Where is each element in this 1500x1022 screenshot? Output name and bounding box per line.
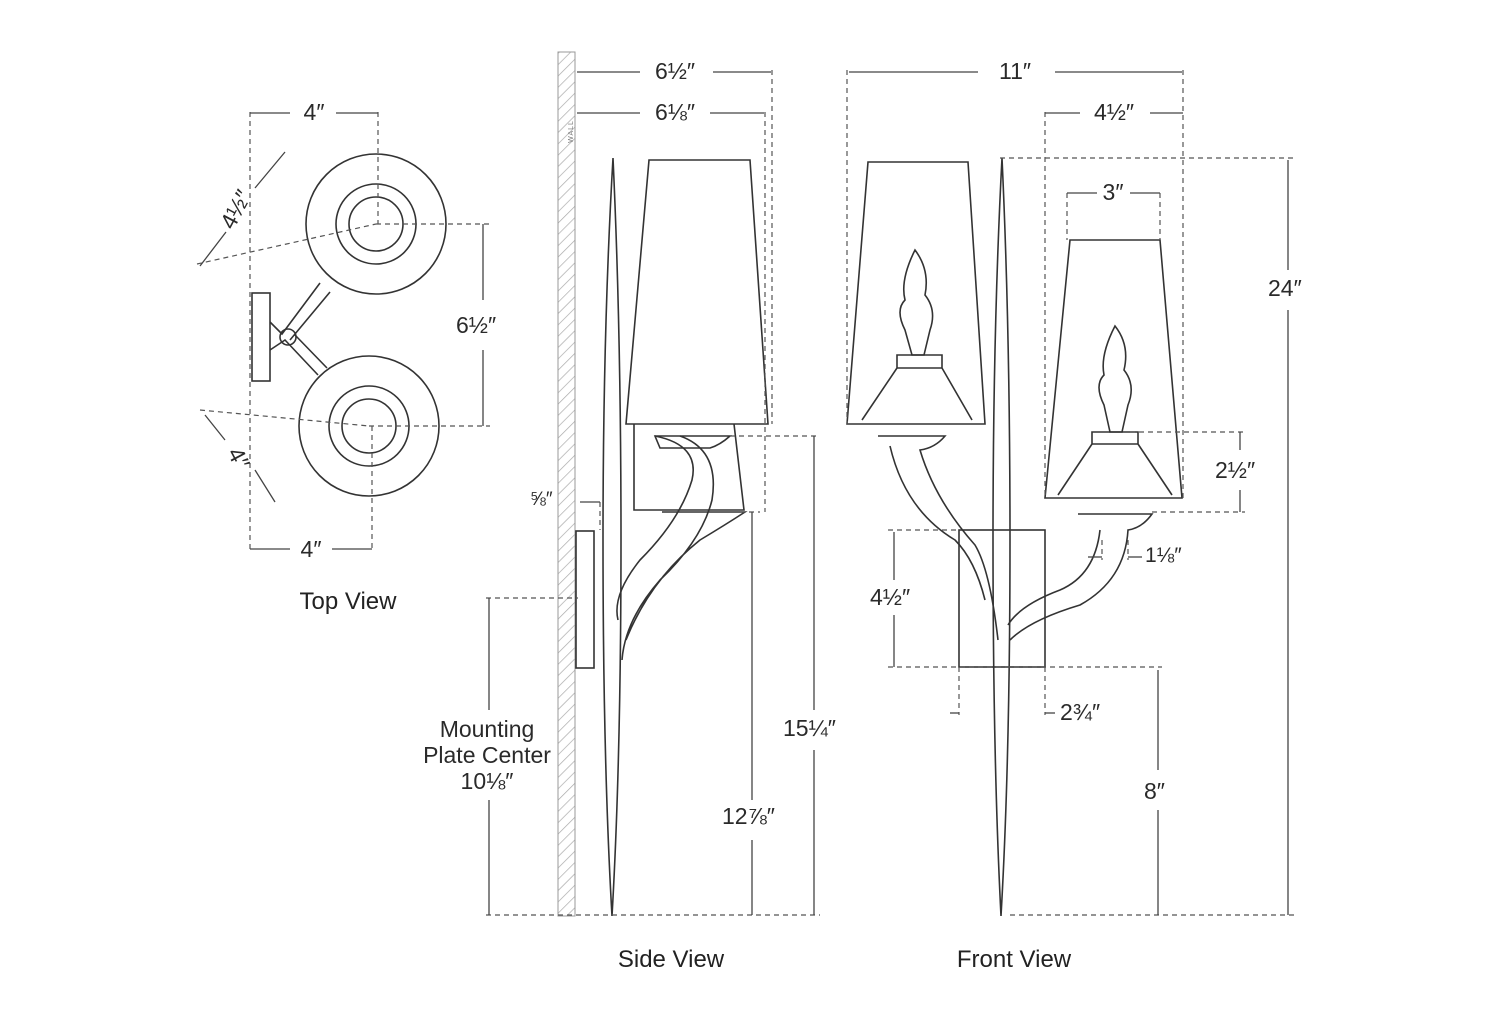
top-spacing-label: 6½″ <box>456 312 497 338</box>
front-view-dim-lines <box>849 71 1289 915</box>
side-view-dim-lines <box>488 71 815 915</box>
side-shade-depth-label: 6⅛″ <box>654 99 696 125</box>
front-spear <box>992 157 1011 917</box>
front-shade-bottom-width-label: 3″ <box>1102 179 1124 205</box>
front-left-socket <box>861 354 973 421</box>
front-cup-height-label: 2½″ <box>1215 457 1256 483</box>
side-overall-depth-label: 6½″ <box>654 58 696 84</box>
mounting-line1: Mounting <box>439 716 535 742</box>
front-plate-width-label: 2¾″ <box>1060 699 1101 725</box>
front-plate-height-label: 4½″ <box>870 584 911 610</box>
top-view-drawing <box>251 153 447 497</box>
front-plate-from-floor-label: 8″ <box>1144 778 1165 804</box>
front-shade-top-width-label: 4½″ <box>1093 99 1135 125</box>
mounting-line2: Plate Center <box>423 741 551 768</box>
front-left-shade <box>846 161 986 425</box>
front-right-socket <box>1057 431 1173 496</box>
side-arm-height-label: 15¼″ <box>783 715 836 741</box>
top-view-title: Top View <box>299 588 397 615</box>
side-arm <box>616 435 748 661</box>
front-backplate <box>958 529 1046 668</box>
top-view-dim-lines <box>199 112 484 550</box>
side-shade-bottom-height-label: 12⅞″ <box>722 803 775 829</box>
top-width-lower-label: 4″ <box>300 536 322 562</box>
front-left-bulb <box>899 248 934 356</box>
front-view-dimensions <box>846 70 1295 916</box>
side-view-title: Side View <box>617 946 725 973</box>
mounting-value: 10⅛″ <box>460 767 514 794</box>
front-view-title: Front View <box>956 946 1072 973</box>
top-arms <box>269 282 331 376</box>
side-view-drawing <box>575 157 769 917</box>
front-left-arm <box>878 435 999 641</box>
side-shade-lower <box>633 423 745 511</box>
side-plate-depth-label: ⅝″ <box>530 489 553 510</box>
front-overall-width-label: 11″ <box>998 58 1032 84</box>
side-view-wall <box>557 51 576 917</box>
side-backplate <box>575 530 595 669</box>
top-upper-cup-outer <box>305 153 447 295</box>
top-lower-cup-outer <box>298 355 440 497</box>
top-width-upper-label: 4″ <box>303 99 325 125</box>
front-overall-height-label: 24″ <box>1268 275 1302 301</box>
top-view-dimensions <box>196 112 490 552</box>
front-cup-width-label: 1⅛″ <box>1145 544 1182 567</box>
mounting-plate-center-label: Mounting Plate Center 10⅛″ <box>407 716 567 794</box>
front-view-drawing <box>846 157 1183 917</box>
side-spear <box>602 157 622 917</box>
side-view-dimensions <box>486 70 820 916</box>
top-hub <box>279 328 297 346</box>
front-right-arm <box>1007 513 1154 641</box>
wall-label: WALL <box>567 120 575 143</box>
top-backplate <box>251 292 271 382</box>
front-right-bulb <box>1098 324 1132 433</box>
side-shade <box>625 159 769 425</box>
side-cup <box>653 435 733 449</box>
front-right-shade <box>1044 239 1183 499</box>
